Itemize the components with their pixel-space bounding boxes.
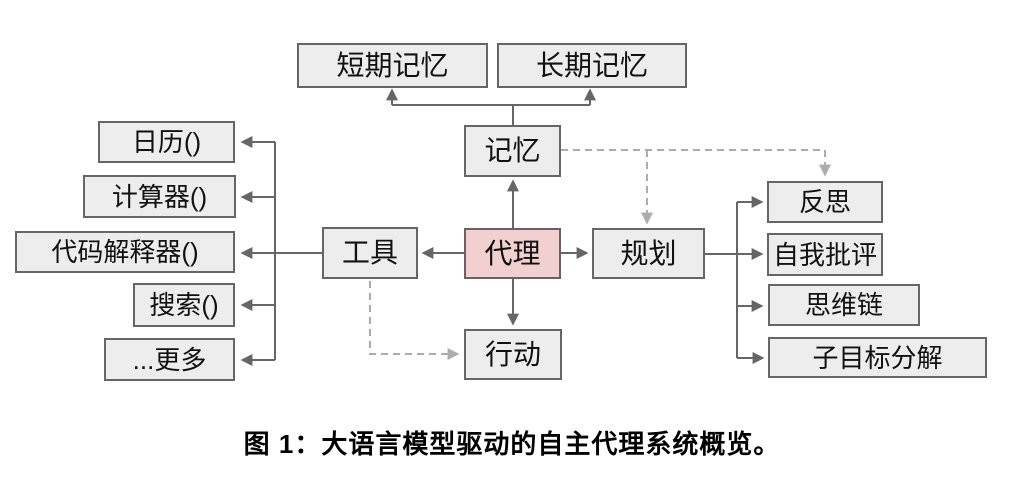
node-tool-code-interpreter: 代码解释器() bbox=[15, 231, 235, 273]
node-long-term-memory: 长期记忆 bbox=[497, 43, 687, 88]
node-short-term-memory: 短期记忆 bbox=[297, 43, 488, 88]
figure-caption: 图 1：大语言模型驱动的自主代理系统概览。 bbox=[243, 429, 781, 459]
node-planning-self-critic: 自我批评 bbox=[767, 233, 883, 276]
node-tool-calendar: 日历() bbox=[98, 121, 235, 163]
node-tool-calculator: 计算器() bbox=[83, 175, 236, 218]
node-planning-subgoal-decomposition: 子目标分解 bbox=[768, 337, 987, 378]
node-tool-more: ...更多 bbox=[104, 338, 235, 381]
node-planning-reflection: 反思 bbox=[767, 181, 883, 223]
node-agent: 代理 bbox=[464, 228, 561, 279]
node-planning-chain-of-thought: 思维链 bbox=[768, 284, 920, 326]
edge-planning-trunk bbox=[705, 202, 738, 358]
edge-memory-split bbox=[392, 104, 590, 125]
node-tool-search: 搜索() bbox=[133, 283, 235, 327]
node-planning: 规划 bbox=[592, 228, 705, 279]
node-memory: 记忆 bbox=[464, 125, 561, 177]
node-action: 行动 bbox=[464, 329, 562, 380]
node-tools: 工具 bbox=[322, 227, 418, 279]
edge-tools-trunk bbox=[274, 142, 322, 360]
edge-tools-to-action-dashed bbox=[369, 281, 460, 360]
